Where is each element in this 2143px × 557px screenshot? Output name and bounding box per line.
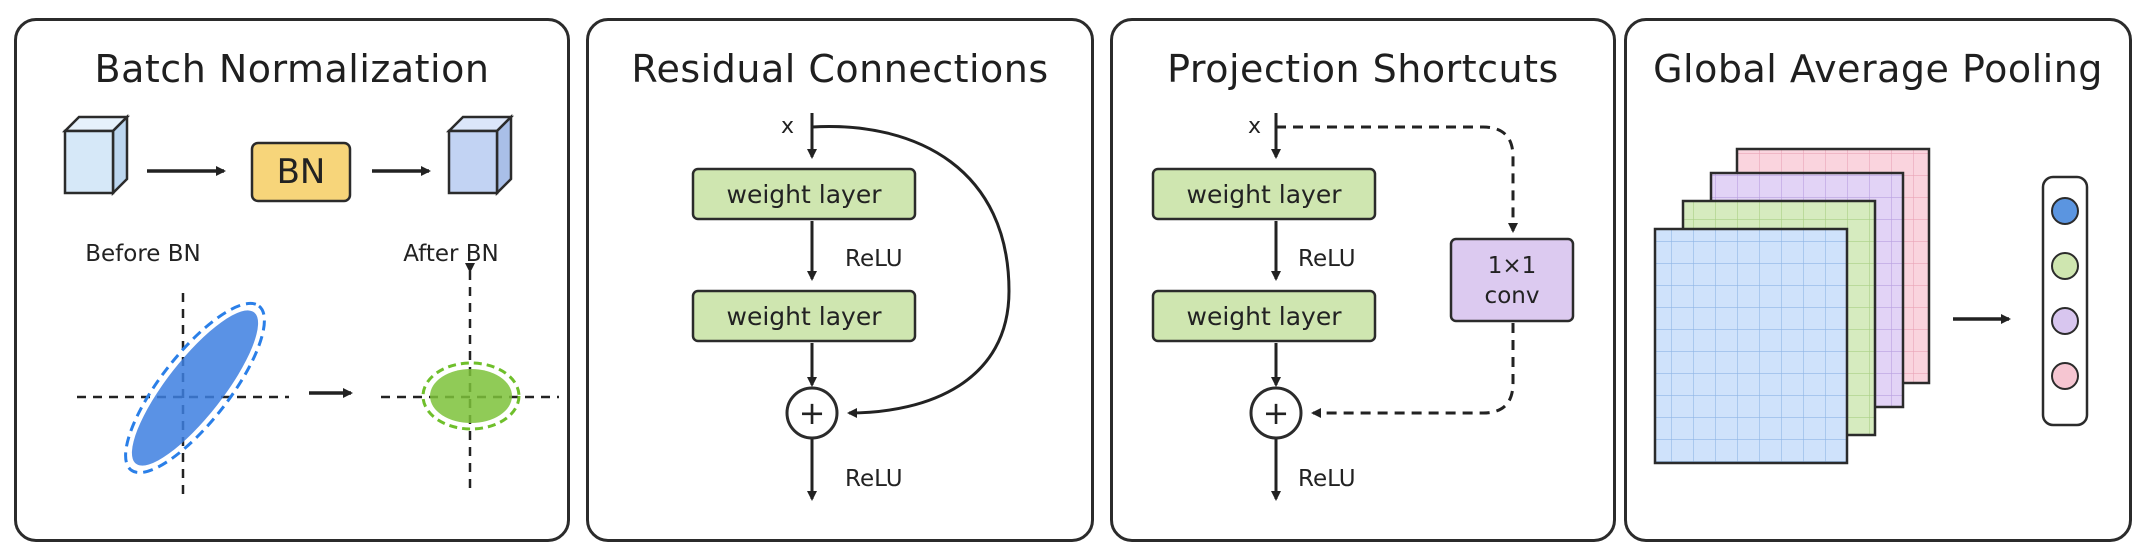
- conv-to-add-arrow: [1311, 323, 1515, 418]
- shortcut-to-conv-arrow: [1276, 125, 1518, 233]
- pooled-value-purple: [2051, 307, 2079, 335]
- bn-label: BN: [277, 152, 326, 192]
- residual-diagram: x weight layer ReLU weight layer + ReLU: [691, 113, 1011, 501]
- weight-layer-1-label: weight layer: [1187, 180, 1343, 209]
- panel-title: Projection Shortcuts: [1167, 47, 1559, 91]
- cube-after-icon: [445, 113, 515, 197]
- relu-2-label: ReLU: [845, 466, 903, 492]
- add-node: [785, 386, 839, 440]
- panel-projection-shortcuts: Projection Shortcuts x weight layer ReLU…: [1110, 18, 1616, 542]
- conv-line-1: 1×1: [1488, 253, 1537, 279]
- pooled-value-green: [2051, 252, 2079, 280]
- weight-layer-2-box: [691, 289, 917, 343]
- relu-2-label: ReLU: [1298, 466, 1356, 492]
- bn-box: [250, 141, 352, 203]
- projection-diagram: x weight layer ReLU weight layer + 1×1 c…: [1151, 113, 1575, 501]
- panel-title: Global Average Pooling: [1653, 47, 2103, 91]
- relu-1-label: ReLU: [845, 246, 903, 272]
- relu-1-label: ReLU: [1298, 246, 1356, 272]
- feature-map-blue: [1653, 227, 1849, 465]
- panel-batch-normalization: Batch Normalization BN Before BN After B…: [14, 18, 570, 542]
- weight-layer-2-box: [1151, 289, 1377, 343]
- conv-line-2: conv: [1485, 283, 1540, 309]
- input-x-label: x: [1248, 114, 1261, 139]
- after-bn-label: After BN: [403, 241, 499, 267]
- add-symbol: +: [799, 394, 826, 432]
- panel-title: Residual Connections: [631, 47, 1049, 91]
- panel-global-average-pooling: Global Average Pooling: [1624, 18, 2132, 542]
- input-x-label: x: [781, 114, 794, 139]
- weight-layer-2-label: weight layer: [1187, 302, 1343, 331]
- gap-diagram: [1653, 147, 2089, 465]
- weight-layer-1-label: weight layer: [727, 180, 883, 209]
- conv-1x1-box: [1449, 237, 1575, 323]
- pooled-vector: [2041, 175, 2089, 427]
- add-node: [1249, 386, 1303, 440]
- batch-norm-diagram: BN Before BN After BN: [61, 113, 559, 496]
- pooled-value-pink: [2051, 362, 2079, 390]
- after-distribution-plot: [381, 263, 559, 491]
- weight-layer-2-label: weight layer: [727, 302, 883, 331]
- before-bn-label: Before BN: [85, 241, 201, 267]
- weight-layer-1-box: [691, 167, 917, 221]
- before-distribution-plot: [77, 293, 289, 496]
- pooled-value-blue: [2051, 197, 2079, 225]
- weight-layer-1-box: [1151, 167, 1377, 221]
- panel-residual-connections: Residual Connections x weight layer ReLU…: [586, 18, 1094, 542]
- skip-connection-arrow: [811, 125, 1011, 418]
- panel-title: Batch Normalization: [94, 47, 490, 91]
- cube-before-icon: [61, 113, 131, 197]
- add-symbol: +: [1263, 394, 1290, 432]
